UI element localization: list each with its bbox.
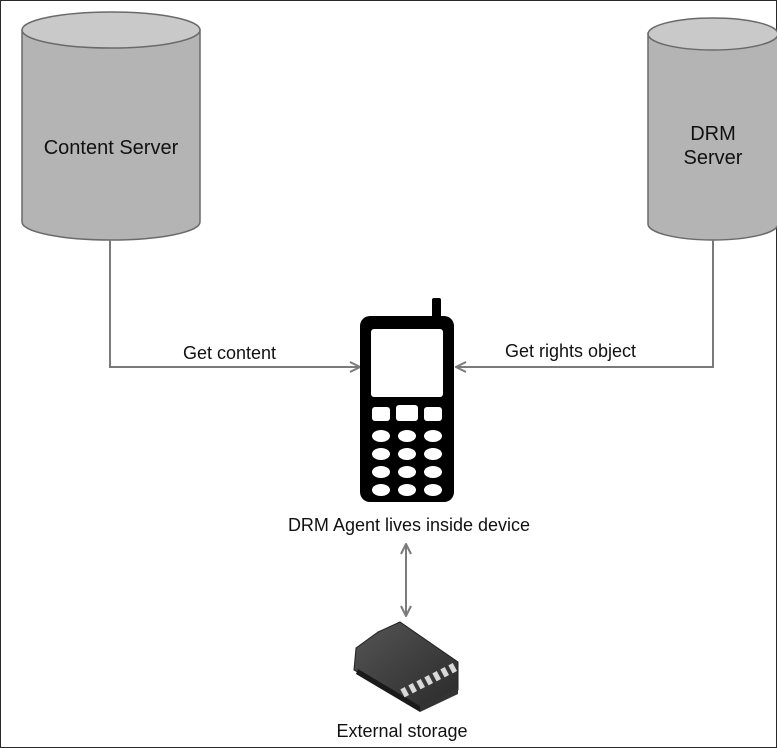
get-rights-label: Get rights object xyxy=(505,341,636,361)
get-content-connector xyxy=(109,240,360,367)
drm-server-label-line1: DRM xyxy=(690,123,736,145)
drm-server-cylinder: DRM Server xyxy=(647,17,777,241)
get-content-label: Get content xyxy=(183,343,276,363)
get-rights-connector xyxy=(456,240,714,367)
content-server-label: Content Server xyxy=(44,137,179,159)
sd-card-icon xyxy=(353,621,459,712)
drm-server-label-line2: Server xyxy=(684,147,743,169)
phone-icon xyxy=(360,298,454,502)
storage-label: External storage xyxy=(336,721,467,741)
device-label: DRM Agent lives inside device xyxy=(288,515,530,535)
content-server-cylinder: Content Server xyxy=(21,11,201,241)
